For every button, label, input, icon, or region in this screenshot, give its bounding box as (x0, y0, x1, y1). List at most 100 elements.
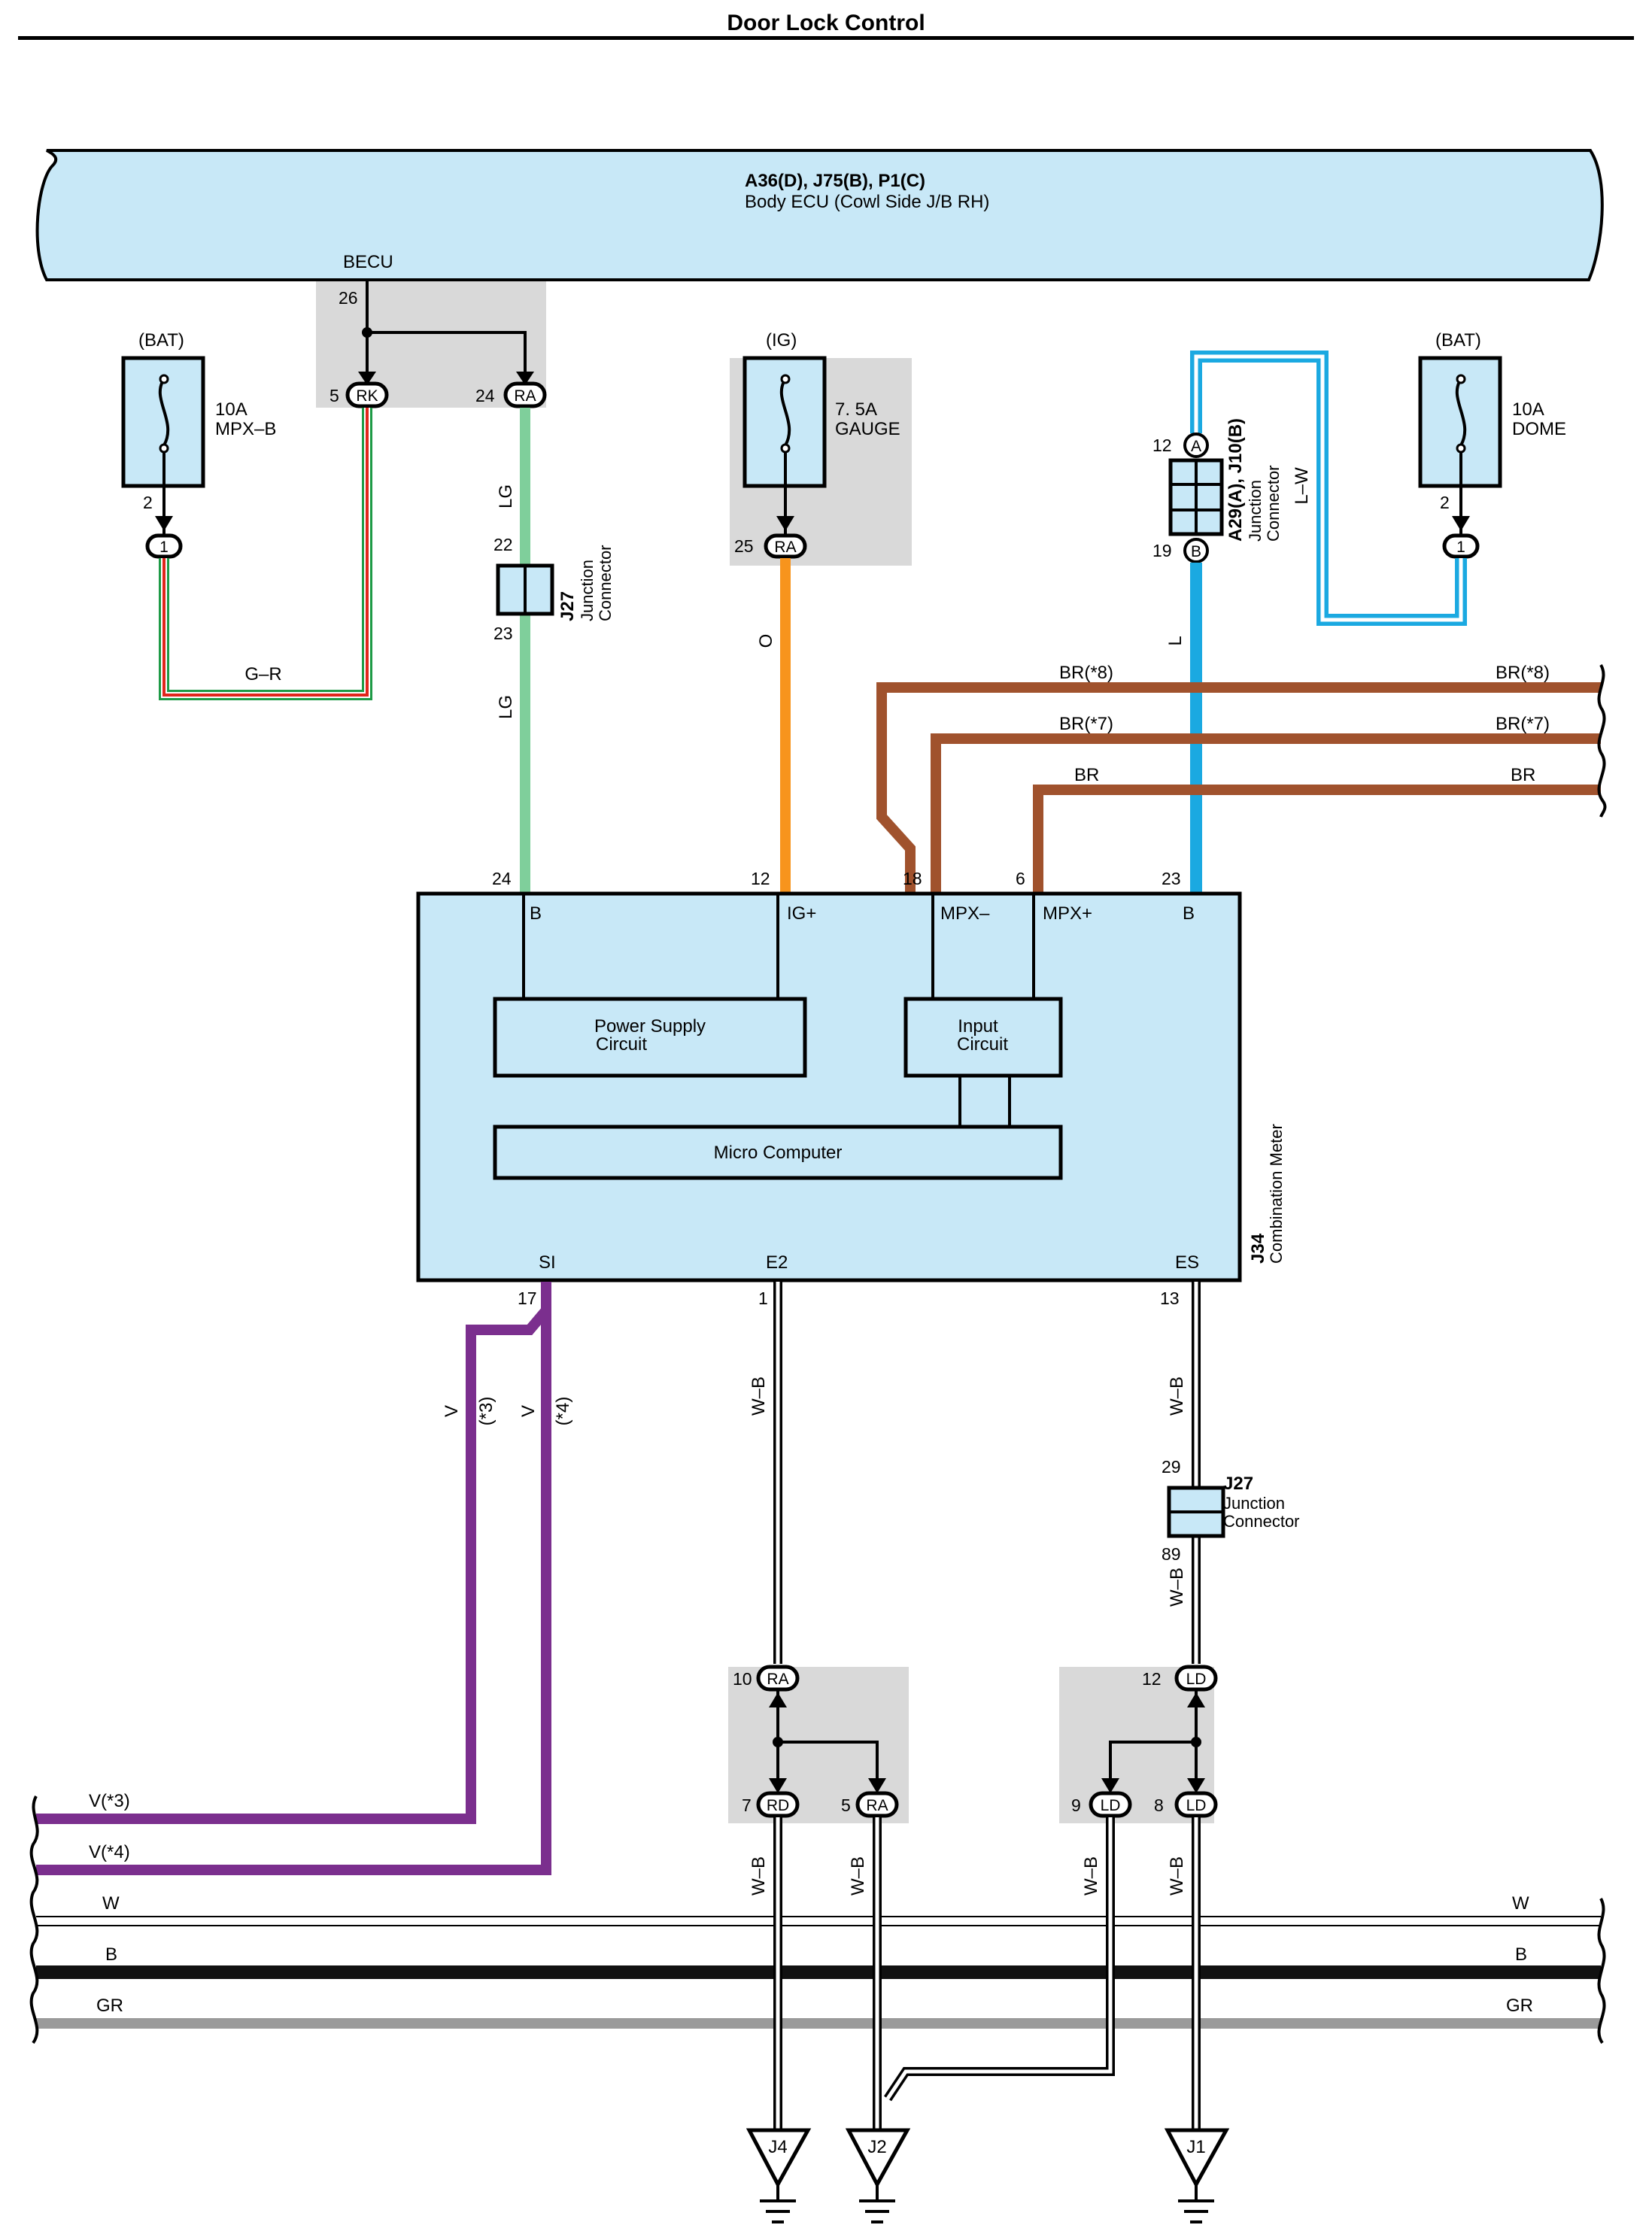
ground-j1-label: J1 (1186, 2137, 1205, 2157)
fuse-dome-name: DOME (1512, 419, 1566, 439)
fuse-mpxb-dot-top (159, 374, 169, 384)
ld-junction-arrows (1101, 1692, 1205, 1793)
ld-junction-conn-in-label: LD (1186, 1671, 1207, 1688)
fuse-mpxb-source: (BAT) (138, 330, 184, 351)
meter-pin-ig: 12 (751, 869, 770, 888)
ra-junction-left-pin: 7 (742, 1795, 752, 1815)
meter-term-mpxm: MPX– (940, 903, 990, 924)
wire-w-right-label: W (1512, 1893, 1529, 1914)
input-circuit-label-1: Input (958, 1016, 998, 1037)
ld-junction-conn-in (1174, 1665, 1218, 1692)
right-break-bottom (1597, 1898, 1606, 2044)
becu-label: BECU (343, 252, 393, 272)
ld-junction-conn-9 (1089, 1791, 1132, 1818)
fuse-gauge-conn-label: RA (774, 539, 796, 556)
ra-junction-conn-rd-label: RD (767, 1797, 789, 1814)
ground-j4-icon (746, 2128, 812, 2223)
meter-term-es: ES (1175, 1252, 1199, 1273)
a29-id: A29(A), J10(B) (1225, 418, 1246, 542)
wire-br7-label-left: BR(*7) (1059, 714, 1113, 734)
meter-pin-mpxm: 18 (903, 869, 922, 888)
fuse-mpxb-conn (145, 533, 183, 559)
wire-wb-ld9-label: W–B (1081, 1856, 1101, 1896)
meter-term-ig: IG+ (787, 903, 816, 924)
top-junction-right-pin: 24 (475, 386, 495, 405)
ld-junction-left-pin: 9 (1071, 1795, 1081, 1815)
ground-j4-label: J4 (768, 2137, 787, 2157)
right-break-top (1597, 663, 1607, 818)
wire-v3 (36, 1282, 551, 1824)
j27-top-name2: Connector (596, 545, 615, 621)
ld-junction-right-pin: 8 (1154, 1795, 1164, 1815)
fuse-gauge-dot-bottom (780, 443, 791, 454)
ground-j1-icon (1164, 2128, 1230, 2223)
a29-grid (1171, 460, 1222, 534)
a29-conn-top-label: A (1191, 438, 1201, 455)
meter-id: J34 (1248, 1233, 1268, 1264)
wire-g-r-stripe (162, 408, 369, 697)
wire-g-r-label: G–R (244, 664, 281, 684)
ecu-connectors: A36(D), J75(B), P1(C) (745, 171, 925, 191)
wire-gr-right-label: GR (1506, 1996, 1533, 2016)
fuse-gauge-dot-top (780, 374, 791, 384)
fuse-gauge-conn (764, 533, 807, 559)
wire-v4-note: (*4) (553, 1397, 573, 1426)
ld-junction-node (1191, 1737, 1201, 1747)
wire-o-label: O (756, 634, 776, 648)
j27-top-name1: Junction (578, 560, 597, 621)
j27-bottom-name2: Connector (1223, 1512, 1300, 1531)
fuse-mpxb-icon (158, 378, 170, 446)
meter-term-si: SI (539, 1252, 556, 1273)
diagram-title: Door Lock Control (727, 11, 925, 35)
j27-bottom-pin-bottom: 89 (1162, 1544, 1181, 1564)
ra-junction-node (773, 1737, 783, 1747)
ra-junction-conn-rd (756, 1791, 800, 1818)
left-break (29, 1795, 39, 2044)
fuse-dome-dot-bottom (1456, 443, 1466, 454)
body-ecu-bar (35, 149, 1604, 281)
a29-name2: Connector (1264, 465, 1283, 542)
wire-gr-left-label: GR (96, 1996, 123, 2016)
meter-pin-b2: 23 (1162, 869, 1181, 888)
fuse-dome-rating: 10A (1512, 399, 1544, 420)
fuse-gauge-icon (779, 378, 791, 446)
j27-top-id: J27 (557, 591, 578, 621)
wire-w-left-label: W (102, 1893, 120, 1914)
wire-br8 (876, 682, 1601, 892)
wire-wb-j4-label: W–B (749, 1856, 769, 1896)
wire-br7-label-right: BR(*7) (1496, 714, 1550, 734)
ra-junction-conn-in-label: RA (767, 1671, 788, 1688)
ra-junction-conn-ra (855, 1791, 899, 1818)
meter-pin-b: 24 (492, 869, 512, 888)
fuse-mpxb-name: MPX–B (215, 419, 276, 439)
a29-name1: Junction (1246, 480, 1265, 542)
j27-bottom-name1: Junction (1223, 1494, 1285, 1513)
wire-wb-j2-label: W–B (848, 1856, 868, 1896)
ra-junction-conn-ra-label: RA (866, 1797, 888, 1814)
wire-br8-label-left: BR(*8) (1059, 663, 1113, 683)
wire-lg-label-2: LG (496, 695, 516, 719)
wire-lg-label-1: LG (496, 484, 516, 508)
power-supply-label-2: Circuit (596, 1034, 647, 1055)
wire-b-left-label: B (105, 1944, 117, 1965)
fuse-dome-conn (1442, 533, 1480, 559)
fuse-dome-arrow (1452, 516, 1470, 531)
connector-rk-label: RK (356, 387, 378, 405)
wire-br-label-left: BR (1074, 765, 1099, 785)
fuse-gauge-rating: 7. 5A (835, 399, 877, 420)
j27-top-pin-bottom: 23 (493, 624, 513, 643)
j27-top-pin-top: 22 (493, 535, 513, 554)
connector-ra-top (503, 381, 547, 408)
fuse-mpxb-rating: 10A (215, 399, 247, 420)
ground-j2-icon (845, 2128, 911, 2223)
meter-term-mpxp: MPX+ (1043, 903, 1092, 924)
combination-meter-box (416, 891, 1242, 1282)
wire-v4-left-label: V(*4) (89, 1842, 130, 1862)
ecu-name: Body ECU (Cowl Side J/B RH) (745, 192, 989, 212)
connector-rk (345, 381, 389, 408)
wire-v4 (36, 1282, 551, 1875)
wire-l-label: L (1165, 636, 1186, 645)
ld-junction-conn-9-label: LD (1101, 1797, 1121, 1814)
power-supply-label-1: Power Supply (594, 1016, 706, 1037)
